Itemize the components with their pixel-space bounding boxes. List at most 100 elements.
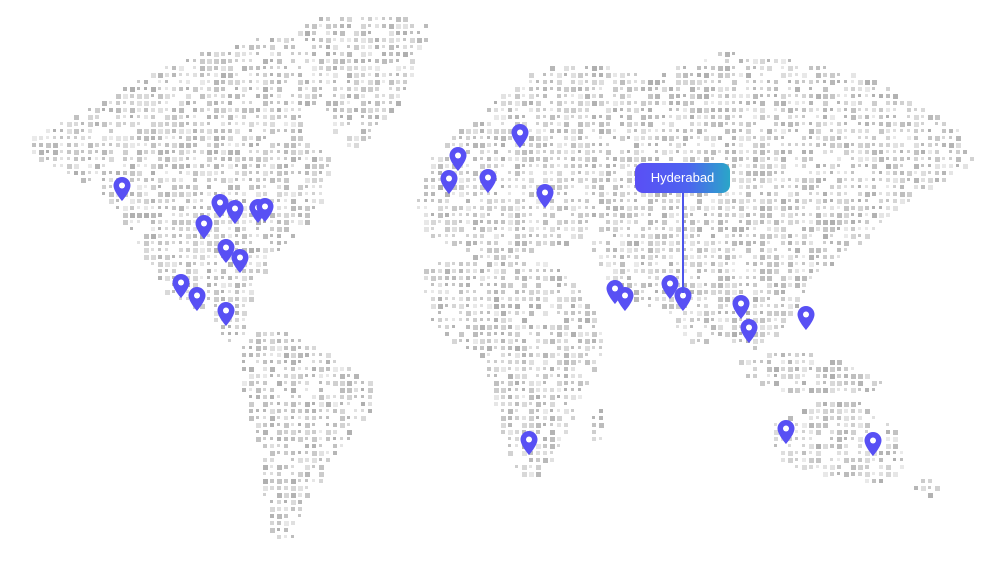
map-dot [494,164,498,168]
map-dot [284,381,287,384]
map-dot [732,87,736,91]
map-pin-icon[interactable] [194,214,214,240]
map-dot [753,122,756,125]
map-dot [32,143,36,147]
map-dot [480,269,484,273]
map-dot [284,493,289,498]
map-dot [578,94,583,99]
map-dot [536,241,541,246]
map-pin-icon[interactable] [448,146,468,172]
map-dot [893,101,897,105]
map-pin-icon[interactable] [210,193,230,219]
map-dot [711,213,714,216]
map-dot [459,206,463,210]
map-dot [865,80,870,85]
map-dot [116,143,120,147]
map-dot [60,143,63,146]
map-pin-icon[interactable] [535,183,555,209]
map-dot [480,199,483,202]
map-dot [725,66,730,71]
map-dot [536,472,541,477]
map-dot [333,73,338,78]
map-dot [158,234,162,238]
map-dot [718,311,721,314]
location-tooltip[interactable]: Hyderabad [635,163,730,193]
map-dot [298,423,301,426]
map-dot [263,339,266,342]
map-dot [438,318,442,322]
map-dot [732,115,735,118]
map-dot [886,192,890,196]
map-dot [809,129,814,134]
map-pin-icon[interactable] [255,197,275,223]
map-pin-icon[interactable] [230,248,250,274]
map-pin-icon[interactable] [673,286,693,312]
map-dot [872,87,875,90]
map-pin-icon[interactable] [510,123,530,149]
map-dot [718,213,722,217]
map-dot [704,192,708,196]
map-dot [277,143,280,146]
map-pin-icon[interactable] [863,431,883,457]
map-dot [256,353,260,357]
map-pin-icon[interactable] [225,199,245,225]
map-pin-icon[interactable] [112,176,132,202]
map-dot [851,213,854,216]
map-dot [214,318,218,322]
map-dot [508,451,513,456]
map-dot [732,171,735,174]
map-dot [851,115,856,120]
map-pin-icon[interactable] [615,286,635,312]
map-dot [564,332,568,336]
map-dot [949,164,953,168]
map-dot [396,94,400,98]
map-pin-icon[interactable] [796,305,816,331]
map-dot [228,108,232,112]
map-dot [480,220,483,223]
map-dot [466,304,469,307]
map-pin-icon[interactable] [478,168,498,194]
map-pin-icon[interactable] [171,273,191,299]
map-dot [578,346,581,349]
map-dot [823,143,826,146]
map-pin-icon[interactable] [216,238,236,264]
map-dot [620,276,623,279]
map-dot [865,423,870,428]
map-dot [732,136,736,140]
map-dot [326,101,331,106]
map-dot [886,157,889,160]
map-dot [186,143,191,148]
map-dot [578,171,581,174]
map-dot [333,45,338,50]
map-dot [802,185,807,190]
map-dot [508,360,512,364]
map-pin-icon[interactable] [776,419,796,445]
map-dot [802,367,807,372]
map-dot [529,367,532,370]
map-dot [858,465,863,470]
map-dot [718,304,723,309]
map-pin-icon[interactable] [216,301,236,327]
map-pin-icon[interactable] [439,169,459,195]
map-pin-icon[interactable] [731,294,751,320]
map-dot [732,143,735,146]
map-dot [298,220,303,225]
map-dot [515,227,519,231]
map-pin-icon[interactable] [187,286,207,312]
map-dot [452,339,457,344]
map-dot [718,94,722,98]
map-dot [928,185,933,190]
map-dot [494,220,498,224]
map-dot [634,108,639,113]
map-dot [550,87,553,90]
map-dot [767,332,770,335]
map-dot [347,423,350,426]
map-dot [536,290,540,294]
map-dot [529,248,534,253]
map-pin-icon[interactable] [739,318,759,344]
map-dot [207,255,210,258]
map-pin-icon[interactable] [660,274,680,300]
map-pin-icon[interactable] [519,430,539,456]
map-dot [690,213,693,216]
map-dot [564,94,567,97]
